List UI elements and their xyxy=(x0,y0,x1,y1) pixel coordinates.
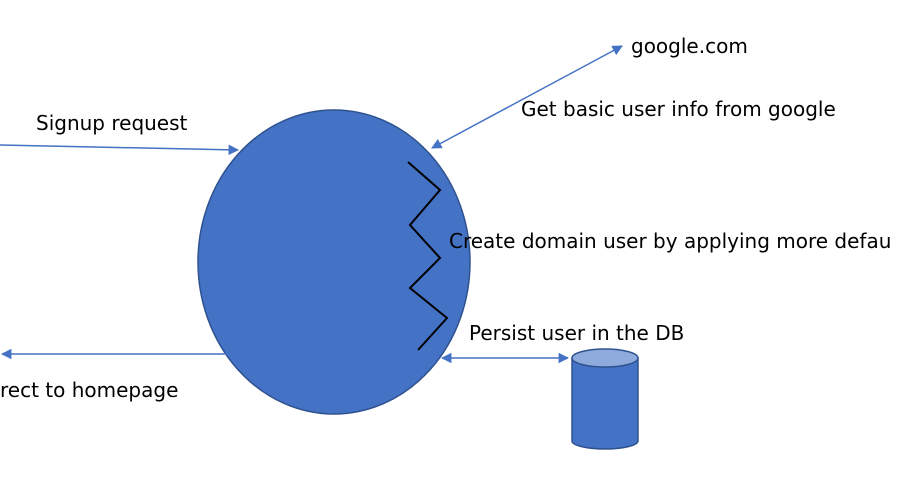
service-ellipse xyxy=(197,109,471,415)
persist-user-label: Persist user in the DB xyxy=(469,321,685,345)
create-domain-user-label: Create domain user by applying more defa… xyxy=(449,229,892,253)
database-cylinder xyxy=(571,348,639,450)
redirect-homepage-label: rect to homepage xyxy=(0,378,179,402)
get-basic-info-label: Get basic user info from google xyxy=(521,97,836,121)
processing-zigzag xyxy=(407,161,449,351)
google-arrow xyxy=(431,45,623,149)
google-com-label: google.com xyxy=(631,34,748,58)
signup-request-label: Signup request xyxy=(36,111,188,135)
signup-request-arrow xyxy=(0,144,240,156)
